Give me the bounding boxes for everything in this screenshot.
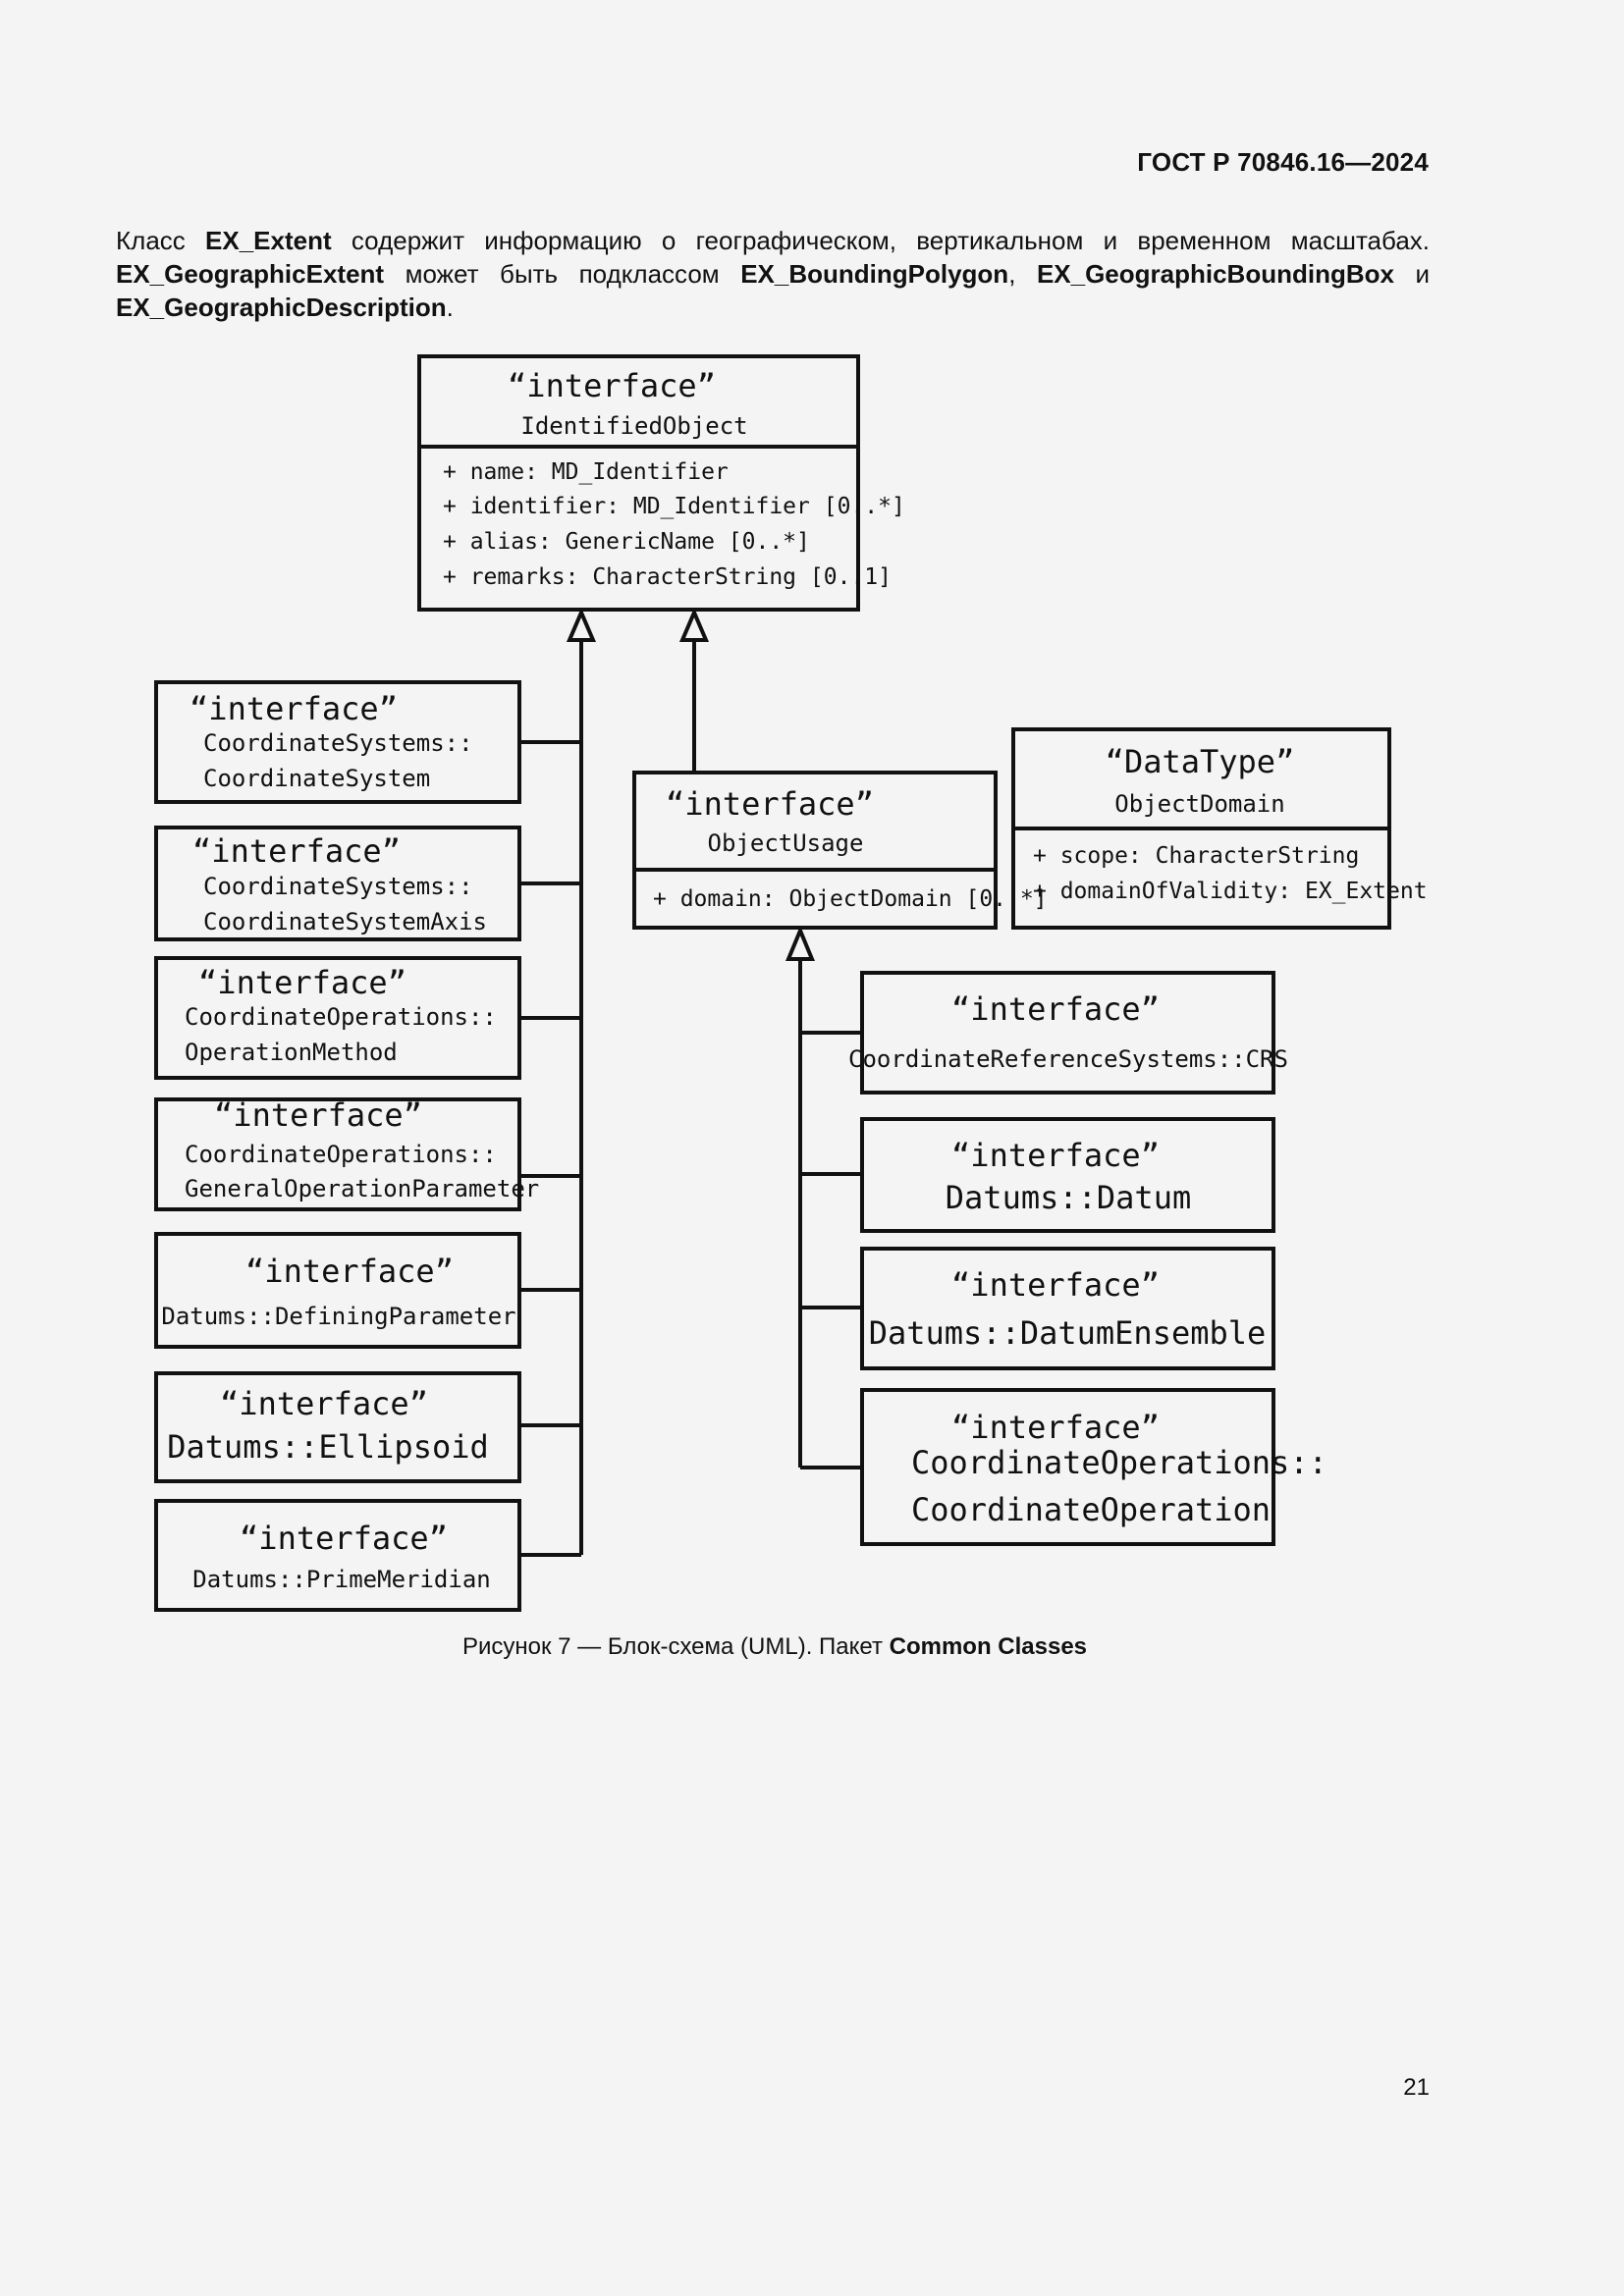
- generalization-arrow-left: [566, 607, 597, 642]
- intro-paragraph: Класс EX_Extent содержит информацию о ге…: [116, 226, 1431, 322]
- identified-object-name: IdentifiedObject: [520, 412, 747, 440]
- coordinate-system-line: CoordinateSystem: [203, 765, 430, 792]
- object-domain-attribute: + scope: CharacterString: [1033, 843, 1359, 869]
- ellipsoid-line: Datums::Ellipsoid: [167, 1428, 489, 1466]
- datum-line: Datums::Datum: [946, 1179, 1191, 1216]
- identified-object-box: [417, 354, 860, 612]
- ellipsoid-stereotype: “interface”: [220, 1385, 428, 1422]
- identified-object-attribute: + remarks: CharacterString [0..1]: [443, 564, 892, 590]
- figure-caption: Рисунок 7 — Блок-схема (UML). Пакет Comm…: [461, 1633, 1088, 1660]
- general-operation-parameter-stereotype: “interface”: [214, 1096, 422, 1134]
- generalization-arrow-object-usage: [678, 607, 710, 642]
- prime-meridian-stereotype: “interface”: [240, 1520, 448, 1557]
- uml-diagram: “interface” IdentifiedObject + name: MD_…: [154, 354, 1428, 1612]
- operation-method-line: OperationMethod: [185, 1039, 398, 1066]
- crs-line: CoordinateReferenceSystems::CRS: [848, 1045, 1288, 1073]
- coordinate-system-stereotype: “interface”: [189, 690, 398, 727]
- object-usage-box: [632, 771, 998, 930]
- coordinate-system-axis-line: CoordinateSystems::: [203, 873, 473, 900]
- object-domain-stereotype: “DataType”: [1106, 743, 1295, 780]
- identified-object-attribute: + identifier: MD_Identifier [0..*]: [443, 494, 905, 519]
- object-domain-name: ObjectDomain: [1114, 790, 1284, 818]
- prime-meridian-line: Datums::PrimeMeridian: [192, 1566, 490, 1593]
- object-usage-stereotype: “interface”: [666, 785, 874, 823]
- defining-parameter-line: Datums::DefiningParameter: [161, 1303, 515, 1330]
- operation-method-stereotype: “interface”: [198, 964, 406, 1001]
- identified-object-stereotype: “interface”: [508, 367, 716, 404]
- identified-object-attribute: + name: MD_Identifier: [443, 459, 729, 485]
- datum-stereotype: “interface”: [951, 1137, 1160, 1174]
- coordinate-operation-stereotype: “interface”: [951, 1409, 1160, 1446]
- general-operation-parameter-line: CoordinateOperations::: [185, 1141, 497, 1168]
- coordinate-operation-line: CoordinateOperations::: [911, 1444, 1327, 1481]
- crs-stereotype: “interface”: [951, 990, 1160, 1028]
- operation-method-line: CoordinateOperations::: [185, 1003, 497, 1031]
- page-number: 21: [1403, 2074, 1430, 2101]
- coordinate-operation-line: CoordinateOperation: [911, 1491, 1271, 1528]
- coordinate-system-axis-line: CoordinateSystemAxis: [203, 908, 487, 935]
- general-operation-parameter-box: [154, 1097, 521, 1211]
- datum-ensemble-stereotype: “interface”: [951, 1266, 1160, 1304]
- object-usage-attribute: + domain: ObjectDomain [0..*]: [653, 886, 1048, 912]
- object-usage-name: ObjectUsage: [708, 829, 864, 857]
- defining-parameter-stereotype: “interface”: [245, 1253, 454, 1290]
- coordinate-system-axis-stereotype: “interface”: [192, 832, 401, 870]
- document-header: ГОСТ Р 70846.16—2024: [1137, 147, 1429, 177]
- coordinate-system-line: CoordinateSystems::: [203, 729, 473, 757]
- object-domain-attribute: + domainOfValidity: EX_Extent: [1033, 879, 1428, 904]
- datum-ensemble-line: Datums::DatumEnsemble: [869, 1314, 1267, 1352]
- generalization-arrow-right: [785, 925, 815, 961]
- identified-object-attribute: + alias: GenericName [0..*]: [443, 529, 810, 555]
- general-operation-parameter-line: GeneralOperationParameter: [185, 1175, 539, 1202]
